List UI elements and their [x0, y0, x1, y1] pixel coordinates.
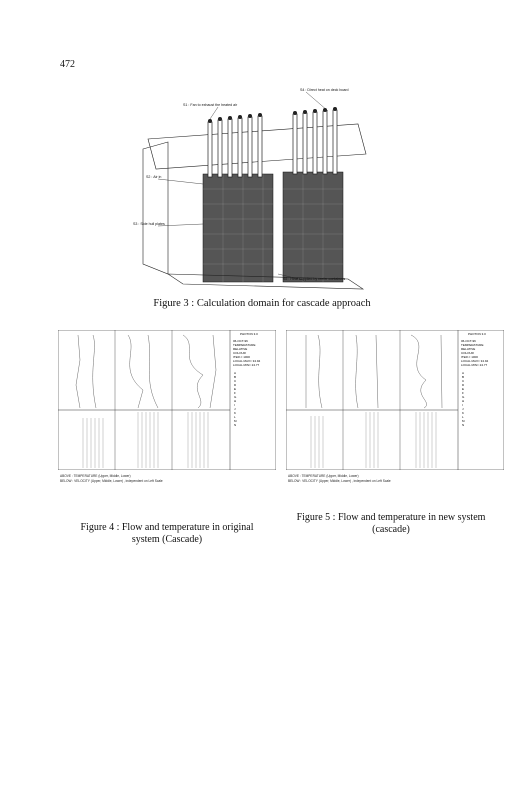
legend-letter: K	[234, 411, 236, 415]
legend-variable: TEMPERATURE	[461, 343, 483, 347]
legend-letter: D	[234, 383, 237, 387]
legend-letter: F	[462, 391, 464, 395]
legend-letter: G	[462, 395, 465, 399]
legend-letter: I	[462, 403, 463, 407]
legend-colour: COLOUR	[233, 351, 247, 355]
legend-max: LOCAL MAX= 34.94	[461, 359, 488, 363]
figure-3-caption: Figure 3 : Calculation domain for cascad…	[153, 298, 371, 309]
legend-letter: G	[234, 395, 237, 399]
figure-4-flow-plot: PHOTON 3.0 06-OCT-96 TEMPERATURE RELATIV…	[58, 330, 276, 470]
legend-letter: N	[462, 423, 464, 427]
figure-3-domain-diagram: S1 : Fan to exhaust the heated air S4 : …	[133, 88, 367, 290]
legend-letter: N	[234, 423, 236, 427]
legend-mode: RELATIVE	[233, 347, 247, 351]
legend-letter: M	[462, 419, 465, 423]
legend-letter: E	[234, 387, 236, 391]
legend-letter: M	[234, 419, 237, 423]
label-s4: S4 : Direct heat on deck board	[300, 88, 349, 92]
legend-letter: D	[462, 383, 465, 387]
figure-4-caption-line1: Figure 4 : Flow and temperature in origi…	[80, 522, 254, 533]
legend-letter: J	[234, 407, 236, 411]
legend-letter: B	[462, 375, 464, 379]
figure-4-caption-line2: system (Cascade)	[131, 534, 203, 545]
page-number: 472	[60, 59, 75, 70]
legend-mode: RELATIVE	[461, 347, 475, 351]
legend-letter: L	[462, 415, 464, 419]
legend-iter: ITER.= 1000	[233, 355, 250, 359]
legend-date: 06-OCT-96	[233, 339, 248, 343]
legend-iter: ITER.= 1000	[461, 355, 478, 359]
figure-5-note-above: ABOVE : TEMPERATURE (Upper, Middle, Lowe…	[288, 474, 359, 478]
legend-variable: TEMPERATURE	[233, 343, 255, 347]
legend-max: LOCAL MAX= 34.94	[233, 359, 260, 363]
legend-letter: E	[462, 387, 464, 391]
legend-letter: J	[462, 407, 464, 411]
legend-min: LOCAL MIN= 24.77	[233, 363, 259, 367]
legend-date: 06-OCT-96	[461, 339, 476, 343]
figure-5-caption-line1: Figure 5 : Flow and temperature in new s…	[296, 512, 486, 523]
label-s3: S3 : Side hull plates	[133, 222, 165, 226]
legend-letter: H	[462, 399, 464, 403]
legend-letter: L	[234, 415, 236, 419]
legend-letter: C	[234, 379, 237, 383]
label-s1: S1 : Fan to exhaust the heated air	[183, 103, 238, 107]
label-s5: S5 : Heat supplied by reefer containers	[283, 277, 345, 281]
legend-title: PHOTON 3.0	[468, 332, 486, 336]
legend-letter: A	[234, 371, 236, 375]
legend-min: LOCAL MIN= 24.77	[461, 363, 487, 367]
legend-letter: C	[462, 379, 465, 383]
legend-title: PHOTON 3.0	[240, 332, 258, 336]
legend-letter: H	[234, 399, 236, 403]
legend-letter: B	[234, 375, 236, 379]
legend-letter: A	[462, 371, 464, 375]
figure-4-note-above: ABOVE : TEMPERATURE (Upper, Middle, Lowe…	[60, 474, 131, 478]
figure-5-flow-plot: PHOTON 3.0 06-OCT-96 TEMPERATURE RELATIV…	[286, 330, 504, 470]
figure-5-caption: Figure 5 : Flow and temperature in new s…	[276, 512, 506, 536]
legend-letter: F	[234, 391, 236, 395]
legend-colour: COLOUR	[461, 351, 475, 355]
legend-letter: I	[234, 403, 235, 407]
figure-5-caption-line2: (cascade)	[372, 524, 410, 535]
legend-letter: K	[462, 411, 464, 415]
figure-5-note-below: BELOW : VELOCITY (Upper, Middle, Lower) …	[288, 479, 391, 483]
label-s2: S2 : Air in	[146, 175, 161, 179]
figure-4-caption: Figure 4 : Flow and temperature in origi…	[58, 522, 276, 546]
figure-4-note-below: BELOW : VELOCITY (Upper, Middle, Lower) …	[60, 479, 163, 483]
